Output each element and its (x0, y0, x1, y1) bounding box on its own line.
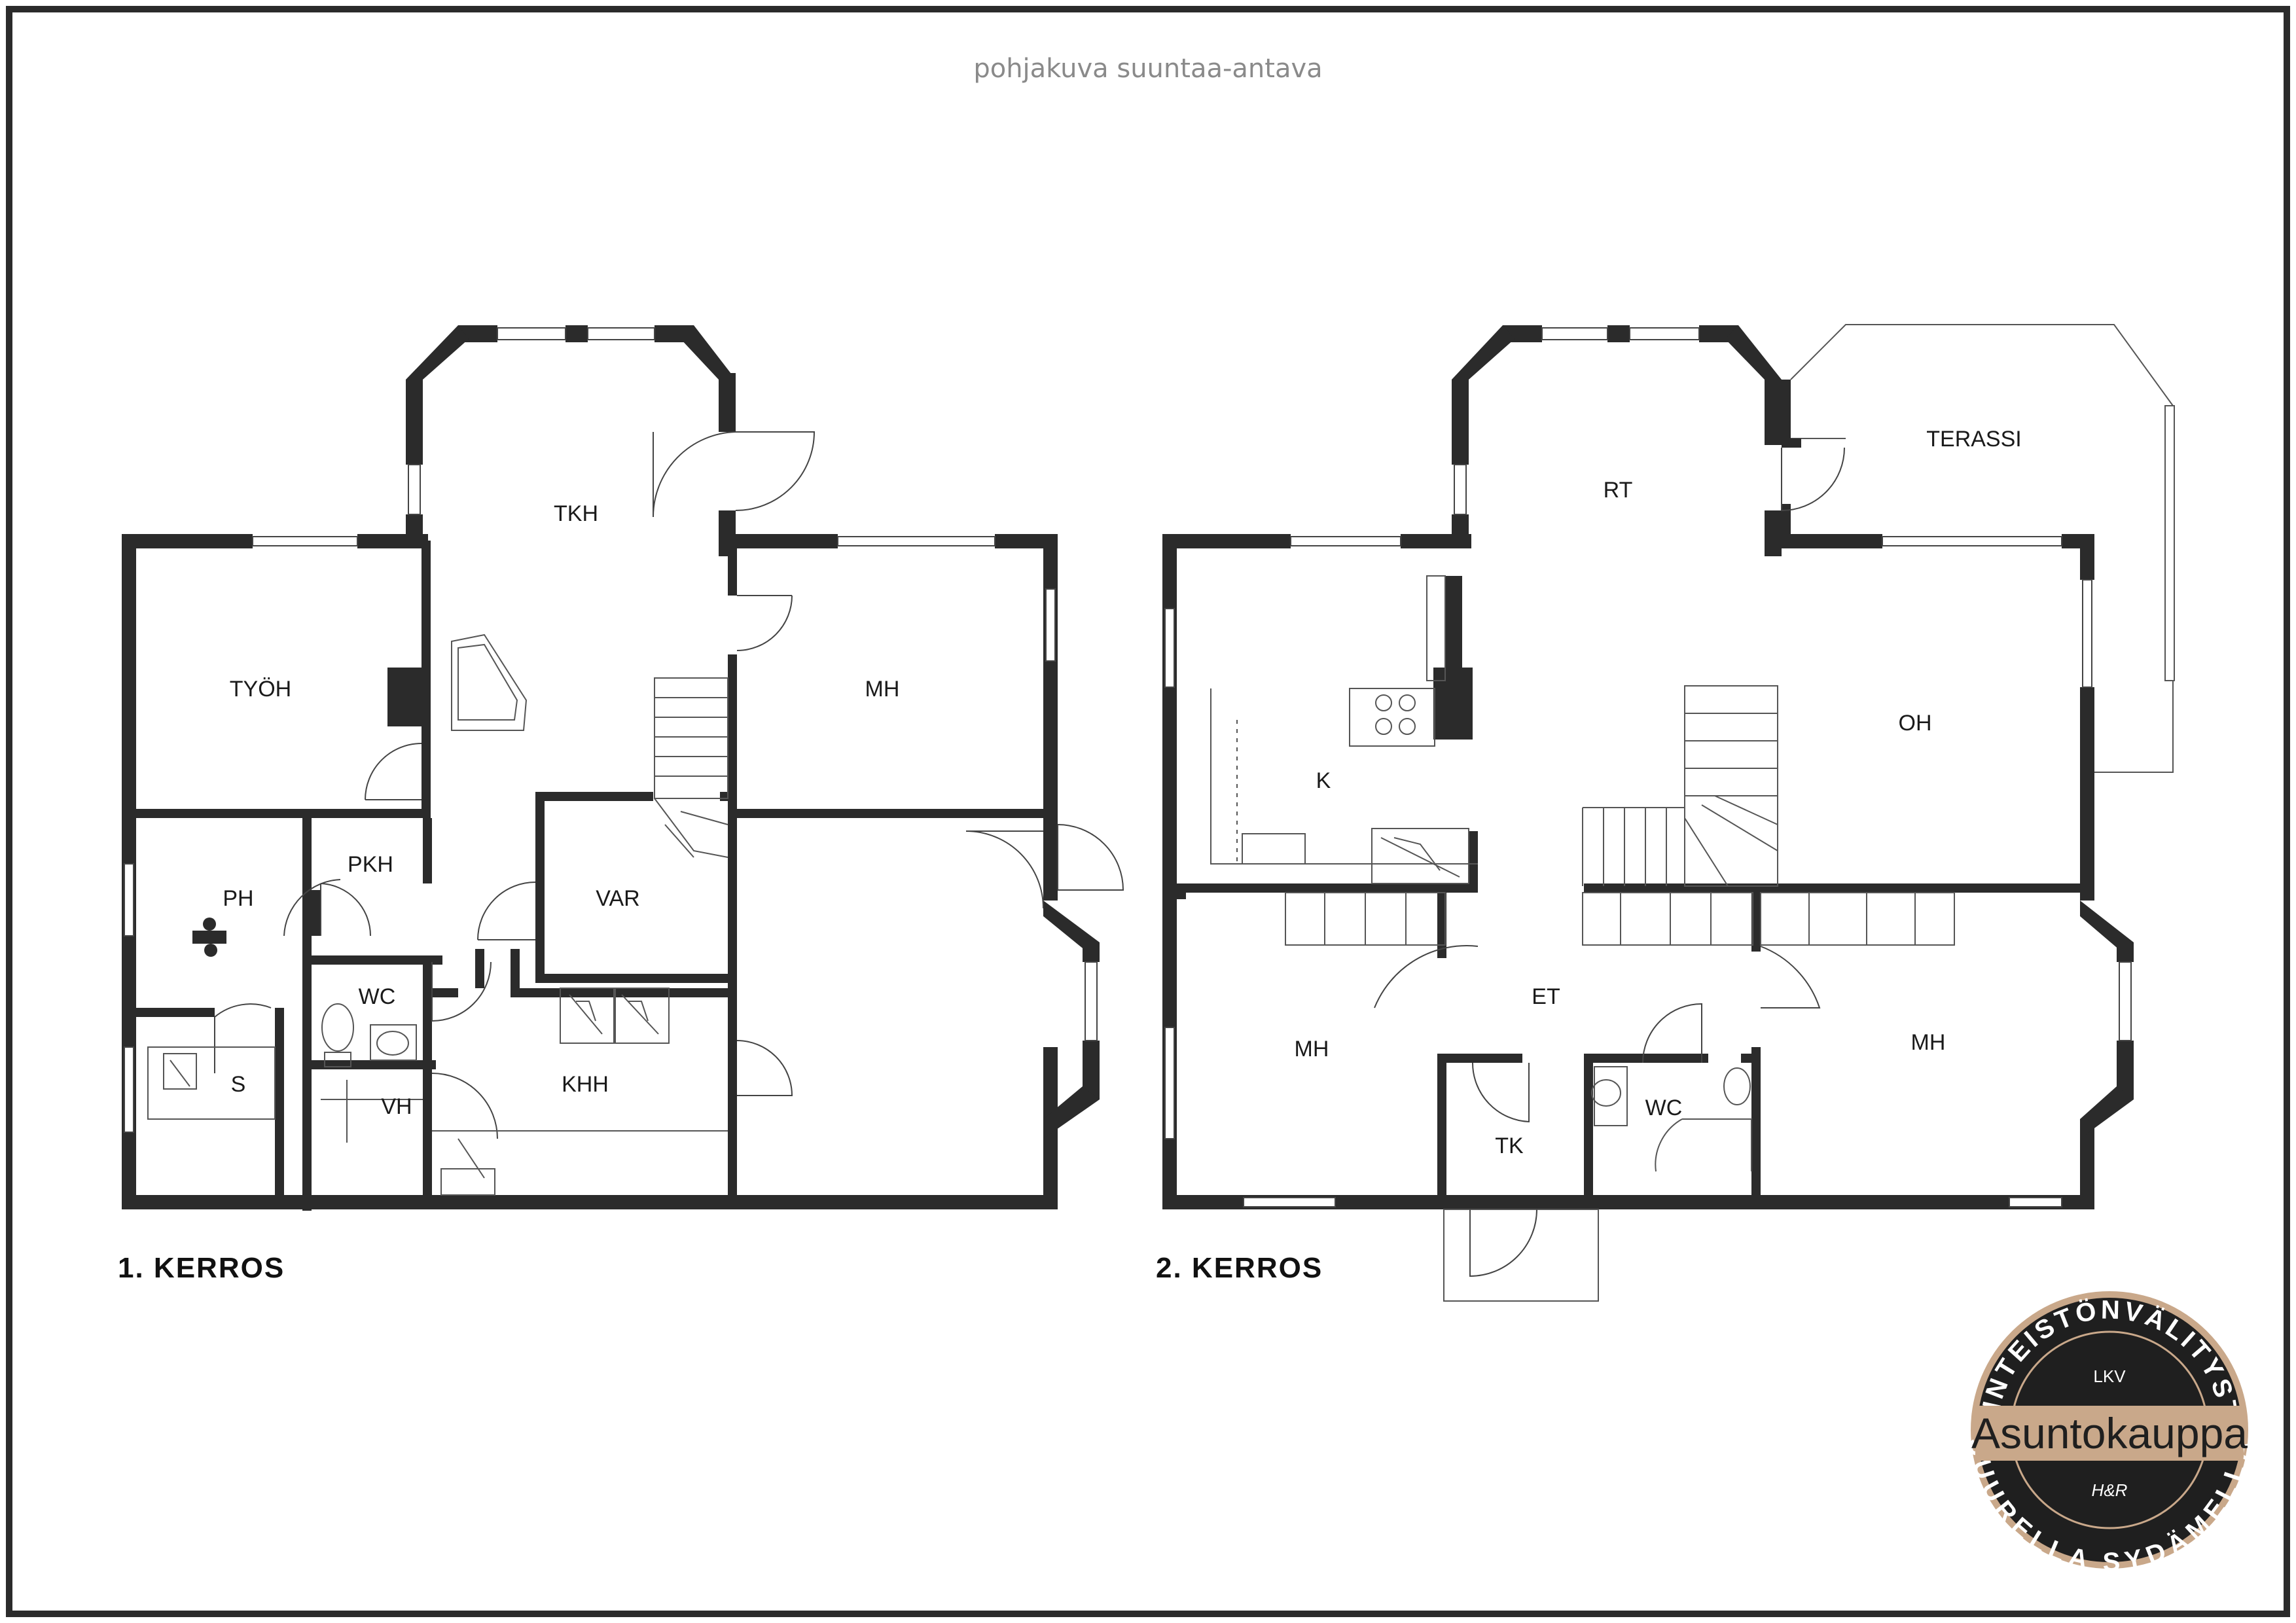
room-label-khh: KHH (562, 1072, 609, 1097)
plan-subtitle: pohjakuva suuntaa-antava (973, 54, 1322, 84)
room-label-tk: TK (1495, 1133, 1524, 1158)
floor-1-label: 1. KERROS (118, 1252, 285, 1284)
logo-lkv: LKV (2093, 1366, 2126, 1386)
room-label-mh-left: MH (1295, 1037, 1329, 1061)
room-label-oh: OH (1899, 711, 1932, 736)
room-label-et: ET (1532, 984, 1560, 1009)
room-label-mh-right: MH (1911, 1030, 1946, 1055)
logo-brand-name: Asuntokauppa (1971, 1409, 2248, 1457)
room-label-wc-2: WC (1645, 1096, 1683, 1120)
room-label-wc-1: WC (359, 984, 396, 1009)
room-label-mh-1: MH (865, 677, 900, 702)
room-label-vh: VH (381, 1094, 412, 1119)
room-label-pkh: PKH (348, 852, 393, 877)
logo-monogram: H&R (2092, 1480, 2128, 1500)
room-label-ph: PH (223, 886, 253, 911)
room-label-s: S (231, 1072, 246, 1097)
room-label-var: VAR (596, 886, 639, 911)
room-label-tyoh: TYÖH (230, 677, 291, 702)
page-frame (6, 6, 2290, 1617)
floor-1-plan (122, 325, 1124, 1211)
floor-2-label: 2. KERROS (1156, 1252, 1323, 1284)
floor-2-plan (1162, 324, 2175, 1302)
room-label-k: K (1316, 768, 1331, 793)
room-label-rt: RT (1604, 478, 1633, 503)
room-label-tkh: TKH (554, 501, 598, 526)
room-label-terassi: TERASSI (1926, 427, 2021, 452)
